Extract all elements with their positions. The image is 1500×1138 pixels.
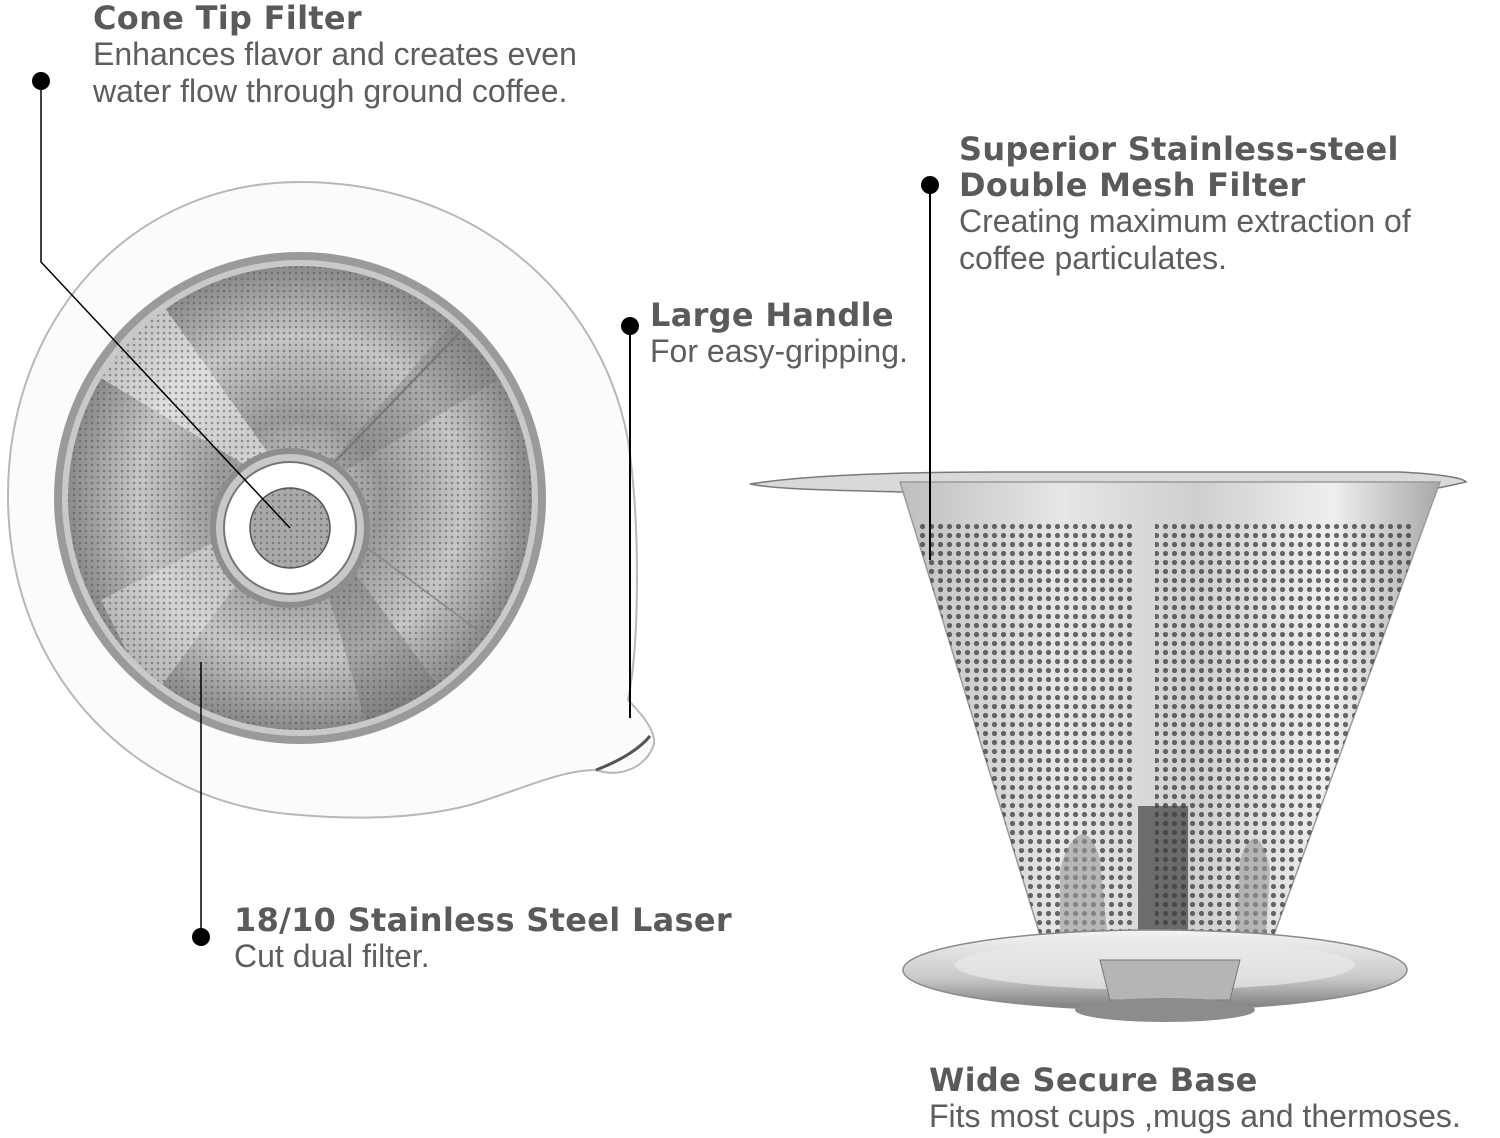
callout-desc-line2: coffee particulates. [959,240,1228,276]
pointer-dot-double-mesh [921,176,939,194]
filter-side-view [749,471,1468,1022]
callout-title: 18/10 Stainless Steel Laser [234,901,732,939]
pointer-dot-cone-tip [32,72,50,90]
callout-desc: Fits most cups ,mugs and thermoses. [929,1098,1461,1134]
callout-title: Wide Secure Base [929,1061,1258,1099]
callout-title-line1: Superior Stainless-steel [959,130,1399,168]
callout-double-mesh-filter: Superior Stainless-steel Double Mesh Fil… [959,131,1411,277]
callout-title: Large Handle [650,296,894,334]
pointer-lines [40,80,931,936]
callout-title-line2: Double Mesh Filter [959,166,1306,204]
callout-cone-tip-filter: Cone Tip Filter Enhances flavor and crea… [93,0,577,110]
callout-wide-secure-base: Wide Secure Base Fits most cups ,mugs an… [929,1062,1461,1135]
callout-desc-line2: water flow through ground coffee. [93,73,568,109]
pointer-dot-large-handle [621,317,639,335]
callout-large-handle: Large Handle For easy-gripping. [650,297,908,370]
callout-desc-line1: Creating maximum extraction of [959,203,1411,239]
callout-title: Cone Tip Filter [93,0,363,37]
pointer-dot-laser-cut [192,928,210,946]
callout-desc: Cut dual filter. [234,938,430,974]
callout-laser-cut-filter: 18/10 Stainless Steel Laser Cut dual fil… [234,902,732,975]
callout-desc-line1: Enhances flavor and creates even [93,36,577,72]
filter-top-view [6,180,656,819]
callout-desc: For easy-gripping. [650,333,908,369]
